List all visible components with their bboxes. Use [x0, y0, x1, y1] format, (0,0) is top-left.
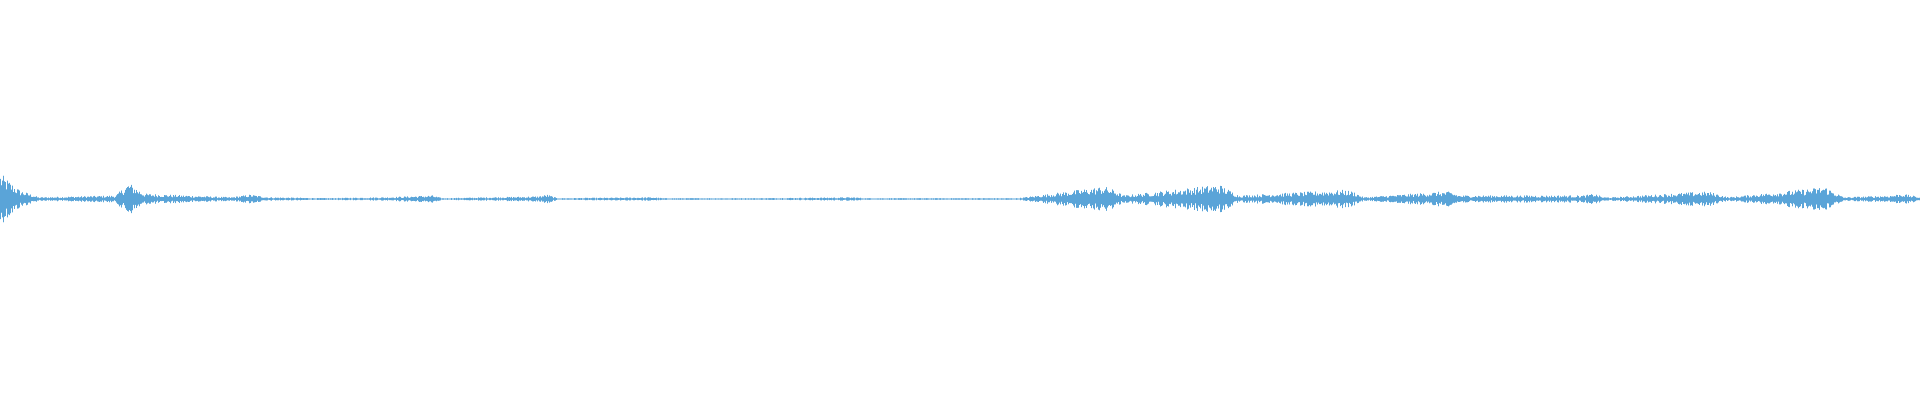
waveform-bars — [0, 175, 1920, 223]
